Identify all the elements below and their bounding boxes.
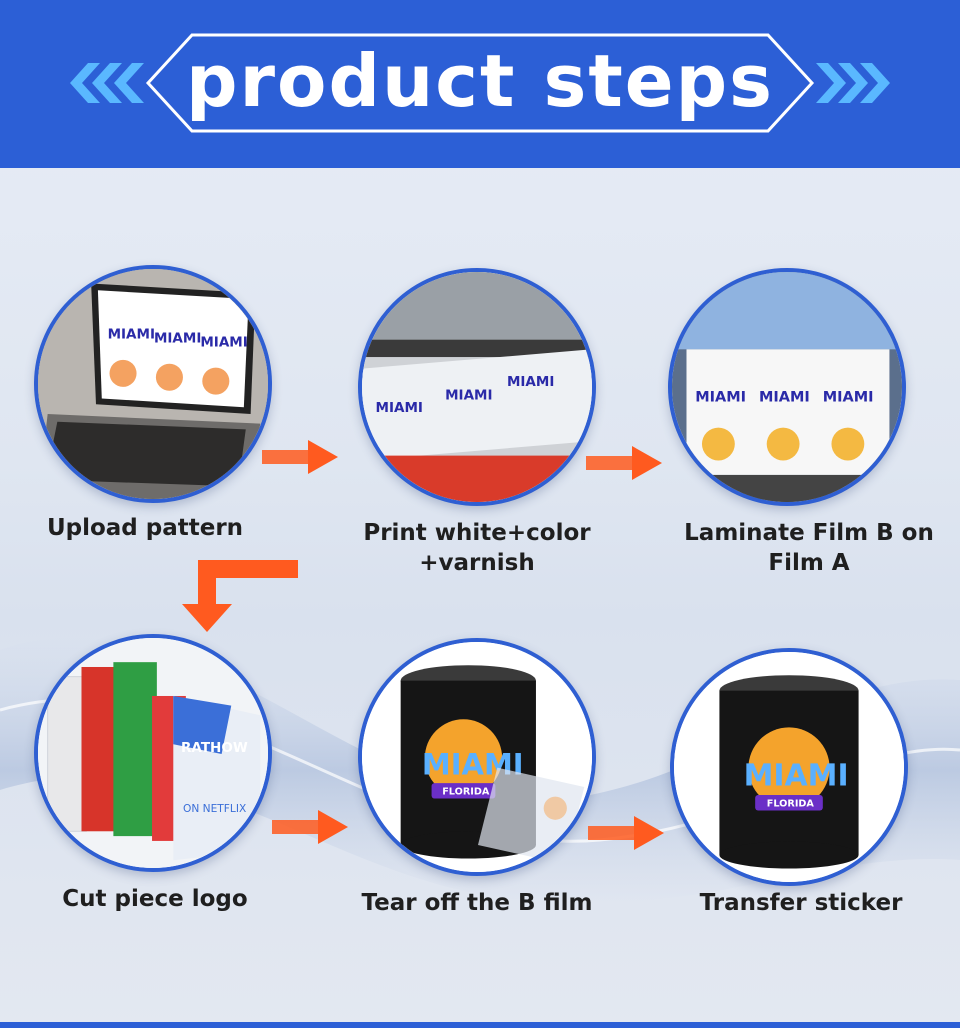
svg-text:MIAMI: MIAMI xyxy=(200,334,247,350)
arrow-right-icon xyxy=(586,446,662,480)
svg-text:MIAMI: MIAMI xyxy=(744,758,849,793)
page-title: product steps xyxy=(186,39,774,123)
can-peeling-film-image: MIAMI FLORIDA xyxy=(362,642,592,872)
step-3-label: Laminate Film B on Film A xyxy=(668,518,950,578)
laptop-with-design-image: MIAMI MIAMI MIAMI xyxy=(38,269,268,499)
step-4-image: RATHOW ON NETFLIX xyxy=(34,634,272,872)
title-frame xyxy=(70,33,890,133)
svg-text:MIAMI: MIAMI xyxy=(507,374,554,390)
step-2-image: MIAMI MIAMI MIAMI xyxy=(358,268,596,506)
step-4-label: Cut piece logo xyxy=(62,886,248,912)
step-6-image: MIAMI FLORIDA xyxy=(670,648,908,886)
svg-text:FLORIDA: FLORIDA xyxy=(442,787,490,798)
arrow-right-icon xyxy=(262,440,338,474)
step-3-image: MIAMI MIAMI MIAMI xyxy=(668,268,906,506)
step-3-label-text: Laminate Film B on Film A xyxy=(684,520,934,576)
laminated-film-image: MIAMI MIAMI MIAMI xyxy=(672,272,902,502)
cut-stickers-image: RATHOW ON NETFLIX xyxy=(38,638,268,868)
arrow-right-icon xyxy=(272,810,348,844)
svg-text:MIAMI: MIAMI xyxy=(445,388,492,404)
svg-text:ON NETFLIX: ON NETFLIX xyxy=(183,802,246,815)
arrow-right-icon xyxy=(588,816,664,850)
step-1-label: Upload pattern xyxy=(46,515,244,541)
can-finished-sticker-image: MIAMI FLORIDA xyxy=(674,652,904,882)
footer-bar xyxy=(0,1022,960,1028)
step-2-label: Print white+color +varnish xyxy=(346,518,608,578)
step-1-image: MIAMI MIAMI MIAMI xyxy=(34,265,272,503)
triple-chevron-left-icon xyxy=(70,63,144,103)
step-2-label-text: Print white+color +varnish xyxy=(363,520,591,576)
header-banner: product steps xyxy=(0,0,960,168)
svg-text:MIAMI: MIAMI xyxy=(376,400,423,416)
svg-text:MIAMI: MIAMI xyxy=(108,327,155,343)
step-5-label: Tear off the B film xyxy=(361,890,593,916)
svg-text:MIAMI: MIAMI xyxy=(759,389,810,405)
arrow-down-left-icon xyxy=(182,560,298,632)
step-6-label: Transfer sticker xyxy=(699,890,903,916)
svg-text:MIAMI: MIAMI xyxy=(154,330,201,346)
svg-text:MIAMI: MIAMI xyxy=(823,389,874,405)
printer-printing-image: MIAMI MIAMI MIAMI xyxy=(362,272,592,502)
svg-text:FLORIDA: FLORIDA xyxy=(767,799,815,810)
triple-chevron-right-icon xyxy=(816,63,890,103)
svg-text:RATHOW: RATHOW xyxy=(181,740,248,756)
step-5-image: MIAMI FLORIDA xyxy=(358,638,596,876)
svg-text:MIAMI: MIAMI xyxy=(695,389,746,405)
